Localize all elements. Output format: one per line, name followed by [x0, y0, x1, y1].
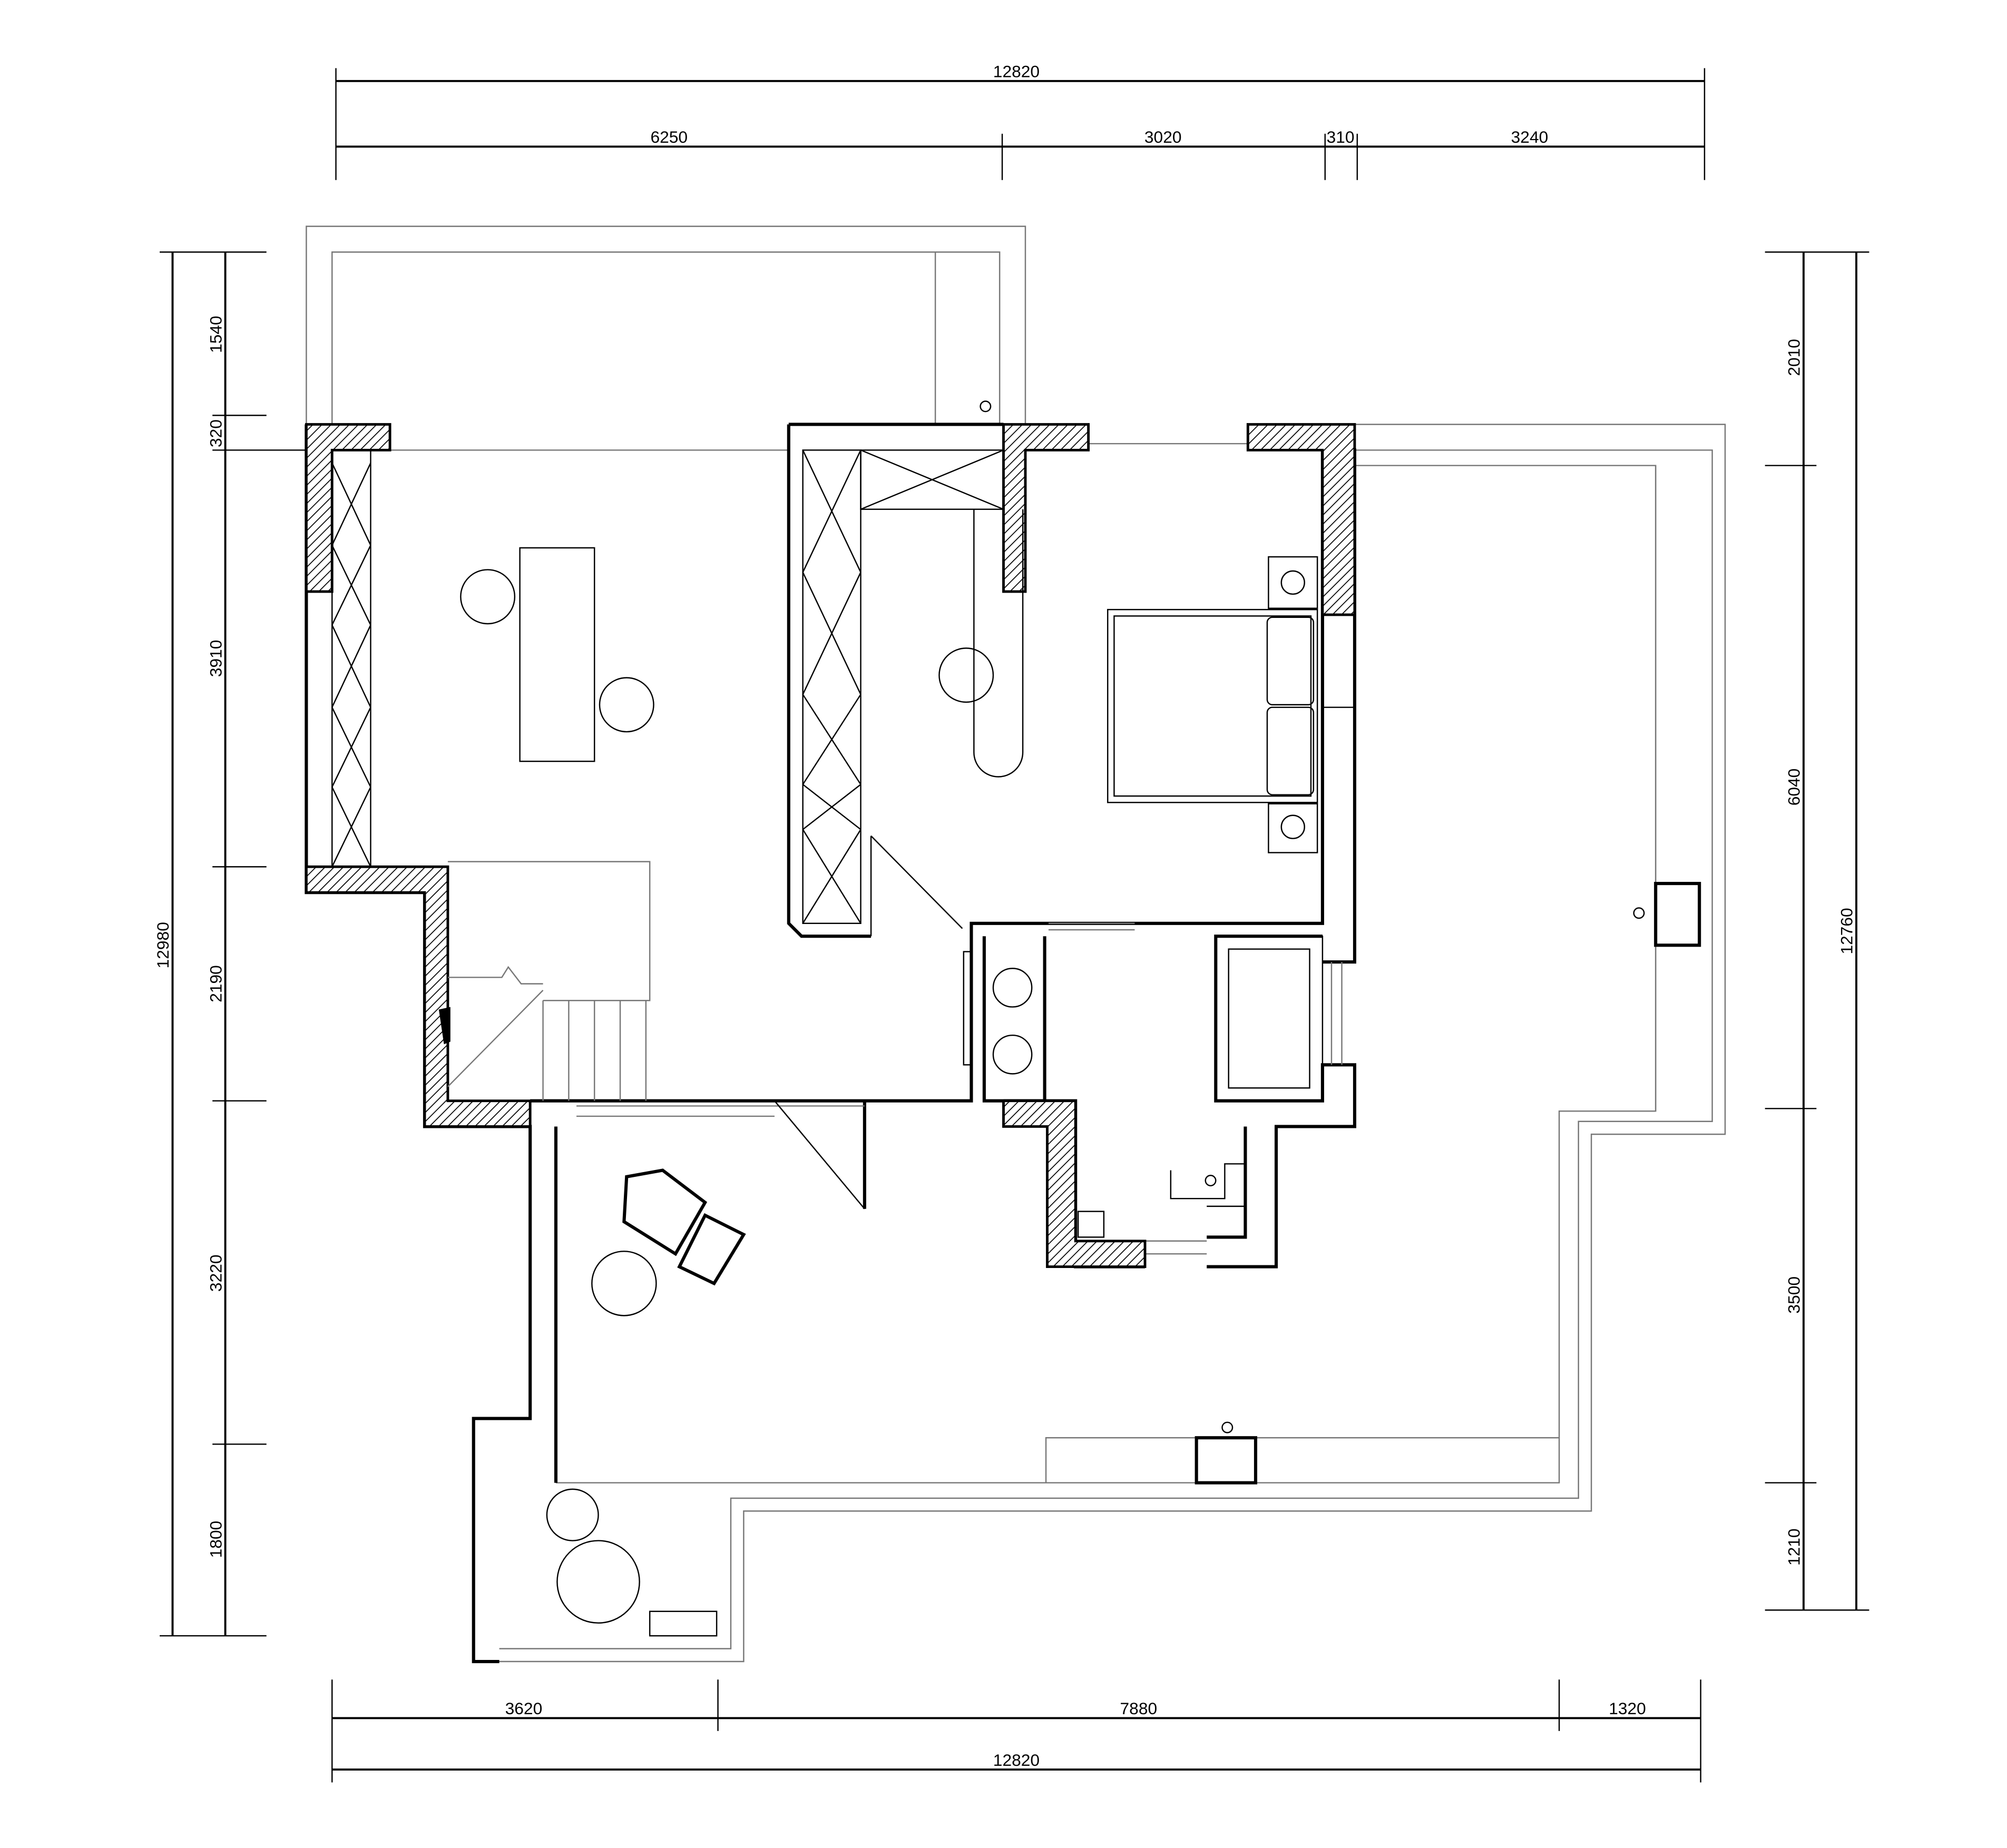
- stool: [599, 677, 654, 733]
- study-furniture: [460, 509, 1024, 937]
- dim-left-4: 2190: [206, 965, 225, 1002]
- lamp-icon: [1280, 814, 1305, 839]
- nightstand: [1268, 556, 1318, 609]
- dim-bottom-2: 7880: [1120, 1699, 1158, 1718]
- dim-top-3: 310: [1327, 127, 1355, 146]
- lounge-chair: [677, 1213, 746, 1286]
- dim-left-2: 320: [206, 419, 225, 447]
- bench: [649, 1610, 718, 1637]
- bed: [1107, 608, 1318, 803]
- dim-left-6: 1800: [206, 1521, 225, 1558]
- dim-right-2: 6040: [1785, 769, 1804, 806]
- terrace-outlines: [306, 225, 1726, 1663]
- top-dimension-chain: 12820 6250 3020 310 3240: [335, 62, 1706, 180]
- dim-top-2: 3020: [1144, 127, 1182, 146]
- dim-top-1: 6250: [651, 127, 688, 146]
- dim-bottom-total: 12820: [993, 1751, 1040, 1770]
- left-dimension-chain: 12980 1540 320 3910 2190 3220 1800: [153, 251, 305, 1637]
- stool: [460, 569, 516, 625]
- washbasin: [992, 1034, 1033, 1075]
- staircase: [438, 861, 651, 1101]
- outdoor-sink: [1654, 882, 1701, 947]
- bottom-dimension-chain: 3620 7880 1320 12820: [331, 1679, 1701, 1783]
- lamp-icon: [1280, 570, 1305, 595]
- dim-top-total: 12820: [993, 62, 1040, 81]
- nightstand: [1268, 803, 1318, 853]
- dim-bottom-1: 3620: [505, 1699, 543, 1718]
- structural-columns: [305, 423, 1356, 1269]
- bathroom-fixtures: [963, 935, 1324, 1238]
- plant: [546, 1488, 599, 1541]
- drain-icon: [980, 400, 992, 412]
- lounge-chair: [622, 1168, 708, 1256]
- right-dimension-chain: 12760 2010 6040 3500 1210: [1765, 251, 1869, 1611]
- dim-left-1: 1540: [206, 316, 225, 353]
- drain-icon: [1633, 907, 1645, 919]
- toilet: [1170, 1163, 1246, 1207]
- desk: [519, 547, 595, 762]
- dim-left-3: 3910: [206, 640, 225, 677]
- dim-left-total: 12980: [153, 922, 172, 968]
- side-table: [591, 1251, 657, 1316]
- plant: [556, 1540, 640, 1624]
- counter: [973, 509, 1024, 778]
- dim-left-5: 3220: [206, 1255, 225, 1292]
- dim-bottom-3: 1320: [1609, 1699, 1646, 1718]
- lounge-furniture: [546, 1100, 865, 1637]
- dim-right-total: 12760: [1837, 908, 1856, 954]
- outdoor-sink: [1195, 1436, 1258, 1485]
- drain-icon: [1221, 1421, 1233, 1433]
- pillow: [1266, 616, 1315, 705]
- dim-top-4: 3240: [1511, 127, 1549, 146]
- dim-right-4: 1210: [1785, 1528, 1804, 1566]
- bedroom-furniture: [1107, 556, 1355, 853]
- stool: [938, 647, 994, 703]
- dim-right-3: 3500: [1785, 1276, 1804, 1314]
- dim-right-1: 2010: [1785, 339, 1804, 376]
- washbasin: [992, 968, 1033, 1008]
- wardrobes: [331, 449, 1004, 924]
- bathtub: [1215, 935, 1324, 1102]
- pillow: [1266, 706, 1315, 795]
